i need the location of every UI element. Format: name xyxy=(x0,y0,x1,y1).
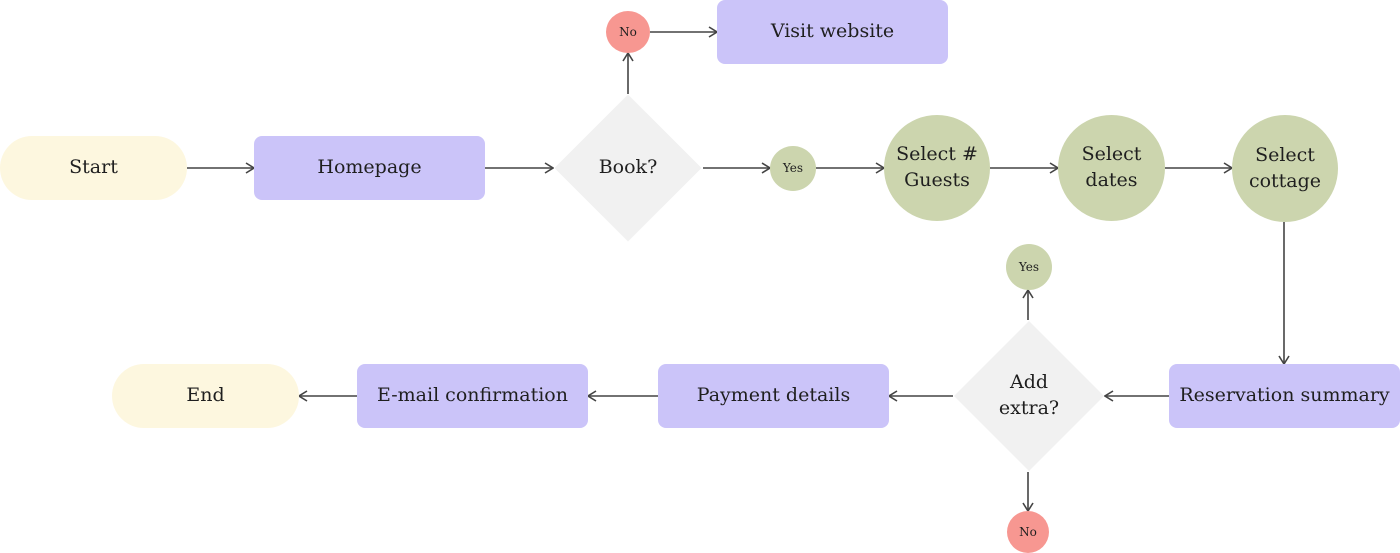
book-decision-node[interactable]: Book? xyxy=(553,94,703,242)
reservation-summary-node[interactable]: Reservation summary xyxy=(1169,364,1400,428)
extra-no-node[interactable]: No xyxy=(1007,511,1049,553)
visit-website-label: Visit website xyxy=(770,20,895,43)
email-confirmation-label: E-mail confirmation xyxy=(377,384,568,407)
extra-yes-label: Yes xyxy=(1018,259,1040,274)
add-extra-decision-node[interactable]: Add extra? xyxy=(953,320,1105,472)
reservation-summary-label: Reservation summary xyxy=(1179,384,1390,407)
email-confirmation-node[interactable]: E-mail confirmation xyxy=(357,364,588,428)
book-no-label: No xyxy=(619,24,637,39)
end-node[interactable]: End xyxy=(112,364,299,428)
select-guests-node[interactable]: Select # Guests xyxy=(884,115,990,221)
book-no-node[interactable]: No xyxy=(606,11,650,53)
book-yes-label: Yes xyxy=(782,161,804,176)
homepage-label: Homepage xyxy=(317,156,422,179)
homepage-node[interactable]: Homepage xyxy=(254,136,485,200)
extra-yes-node[interactable]: Yes xyxy=(1006,244,1052,290)
payment-details-label: Payment details xyxy=(696,384,851,407)
select-dates-label: Select dates xyxy=(1081,143,1142,191)
visit-website-node[interactable]: Visit website xyxy=(717,0,948,64)
start-node[interactable]: Start xyxy=(0,136,187,200)
payment-details-node[interactable]: Payment details xyxy=(658,364,889,428)
select-dates-node[interactable]: Select dates xyxy=(1058,115,1165,221)
extra-no-label: No xyxy=(1019,524,1037,539)
select-guests-label: Select # Guests xyxy=(896,143,978,191)
book-label: Book? xyxy=(598,156,658,179)
book-yes-node[interactable]: Yes xyxy=(770,146,816,191)
add-extra-label: Add extra? xyxy=(998,371,1060,419)
select-cottage-node[interactable]: Select cottage xyxy=(1232,115,1338,222)
start-label: Start xyxy=(69,156,118,179)
select-cottage-label: Select cottage xyxy=(1248,143,1322,192)
end-label: End xyxy=(186,384,225,407)
